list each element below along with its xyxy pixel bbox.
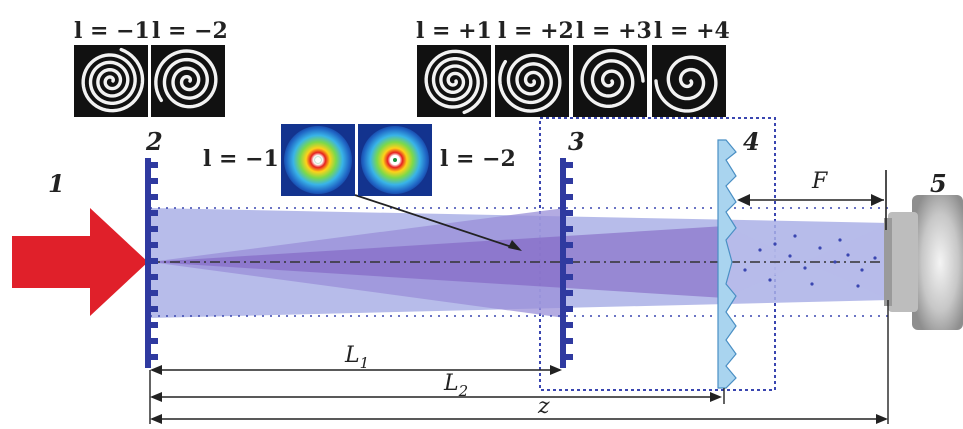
label-element-1: 1 — [48, 169, 65, 198]
pointer-arrowhead — [508, 240, 522, 251]
phase-plate-2 — [145, 158, 158, 368]
intensity-label-2: l = −2 — [440, 146, 516, 172]
intensity-image-l-minus-2 — [358, 124, 432, 196]
phase-label-right-2: l = +2 — [498, 18, 574, 44]
focal-arrowhead-right — [871, 194, 884, 206]
phase-mask-l-plus-3 — [573, 45, 647, 117]
pointer-line — [354, 194, 516, 249]
phase-plate-3 — [560, 158, 573, 368]
intensity-label-1: l = −1 — [203, 146, 279, 172]
focal-spot-dots — [743, 234, 877, 288]
lens-4 — [717, 139, 737, 389]
label-element-3: 3 — [568, 127, 585, 156]
focal-label: F — [811, 169, 828, 194]
L1-label: L1 — [344, 343, 369, 372]
phase-mask-l-minus-1 — [74, 45, 148, 117]
phase-label-left-2: l = −2 — [152, 18, 228, 44]
z-label: z — [537, 394, 550, 419]
label-element-4: 4 — [743, 127, 760, 156]
label-element-2: 2 — [145, 127, 163, 156]
phase-label-right-3: l = +3 — [576, 18, 652, 44]
label-element-5: 5 — [930, 169, 947, 198]
phase-label-left-1: l = −1 — [74, 18, 150, 44]
phase-mask-l-minus-2 — [151, 45, 225, 117]
camera-5 — [884, 195, 963, 330]
intensity-image-l-minus-1 — [281, 124, 355, 196]
focal-arrowhead-left — [737, 194, 750, 206]
L2-label: L2 — [443, 371, 468, 400]
phase-mask-l-plus-2 — [495, 45, 569, 117]
phase-mask-l-plus-4 — [652, 45, 726, 117]
input-beam-arrow — [12, 208, 148, 316]
phase-label-right-1: l = +1 — [416, 18, 492, 44]
beam-after-lens — [725, 223, 890, 300]
phase-label-right-4: l = +4 — [654, 18, 730, 44]
phase-mask-l-plus-1 — [417, 45, 491, 117]
